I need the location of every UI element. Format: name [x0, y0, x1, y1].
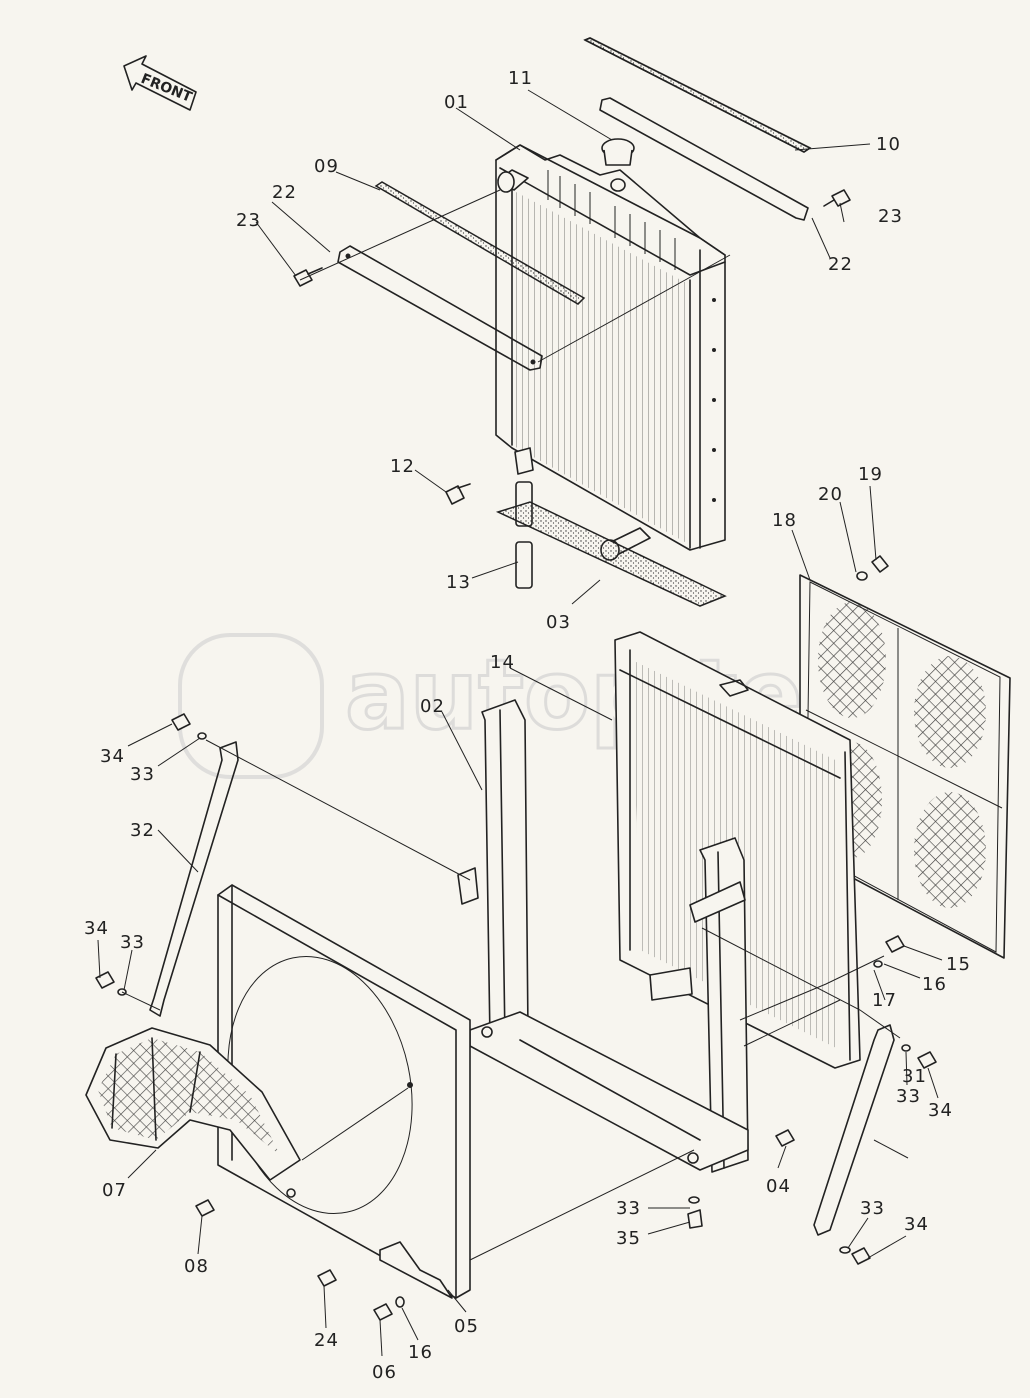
part-label: 31: [902, 1066, 927, 1087]
part-label: 16: [922, 974, 947, 995]
stay-rod-31: [813, 1024, 895, 1236]
hose-pieces: [515, 481, 533, 589]
part-label: 20: [818, 484, 843, 505]
fasteners: [95, 713, 937, 1321]
part-label: 18: [772, 510, 797, 531]
part-label: 04: [766, 1176, 791, 1197]
part-label: 02: [420, 696, 445, 717]
bolt-23-left: [293, 267, 323, 287]
part-label: 33: [616, 1198, 641, 1219]
part-label: 06: [372, 1362, 397, 1383]
part-label: 19: [858, 464, 883, 485]
part-label: 11: [508, 68, 533, 89]
part-label: 22: [272, 182, 297, 203]
foam-strip-top: [583, 37, 812, 153]
radiator-cap: [601, 138, 635, 192]
bolt-23-right: [823, 189, 851, 207]
fan-guard: [85, 1027, 301, 1181]
part-label: 14: [490, 652, 515, 673]
part-label: 12: [390, 456, 415, 477]
drain-plug: [445, 483, 471, 505]
clip-19: [871, 555, 889, 573]
lower-seal-pad: [495, 501, 727, 607]
part-label: 33: [896, 1086, 921, 1107]
part-label: 16: [408, 1342, 433, 1363]
leader-lines: [97, 89, 943, 1357]
stay-rod-upper-left: [337, 245, 543, 371]
part-label: 10: [876, 134, 901, 155]
part-label: 33: [130, 764, 155, 785]
part-label: 34: [904, 1214, 929, 1235]
part-label: 17: [872, 990, 897, 1011]
part-label: 24: [314, 1330, 339, 1351]
fan-shroud: [217, 884, 471, 1299]
part-label: 33: [860, 1198, 885, 1219]
part-labels: 01 11 10 09 22 23 23 22 12 13 03 20 19 1…: [84, 68, 971, 1383]
part-label: 22: [828, 254, 853, 275]
part-label: 33: [120, 932, 145, 953]
stay-rod-32: [149, 741, 239, 1017]
part-label: 03: [546, 612, 571, 633]
part-label: 08: [184, 1256, 209, 1277]
foam-strip-09: [374, 181, 586, 305]
part-label: 09: [314, 156, 339, 177]
shroud-support-frame: [457, 699, 749, 1173]
part-label: 34: [100, 746, 125, 767]
radiator-core: [495, 144, 726, 561]
part-label: 34: [84, 918, 109, 939]
part-label: 05: [454, 1316, 479, 1337]
part-label: 13: [446, 572, 471, 593]
part-label: 32: [130, 820, 155, 841]
washer-20: [856, 571, 868, 581]
part-label: 01: [444, 92, 469, 113]
stay-rod-upper-right: [599, 97, 809, 221]
front-arrow-icon: FRONT: [123, 55, 197, 111]
part-label: 23: [878, 206, 903, 227]
part-label: 23: [236, 210, 261, 231]
part-label: 35: [616, 1228, 641, 1249]
part-label: 07: [102, 1180, 127, 1201]
part-label: 15: [946, 954, 971, 975]
part-label: 34: [928, 1100, 953, 1121]
